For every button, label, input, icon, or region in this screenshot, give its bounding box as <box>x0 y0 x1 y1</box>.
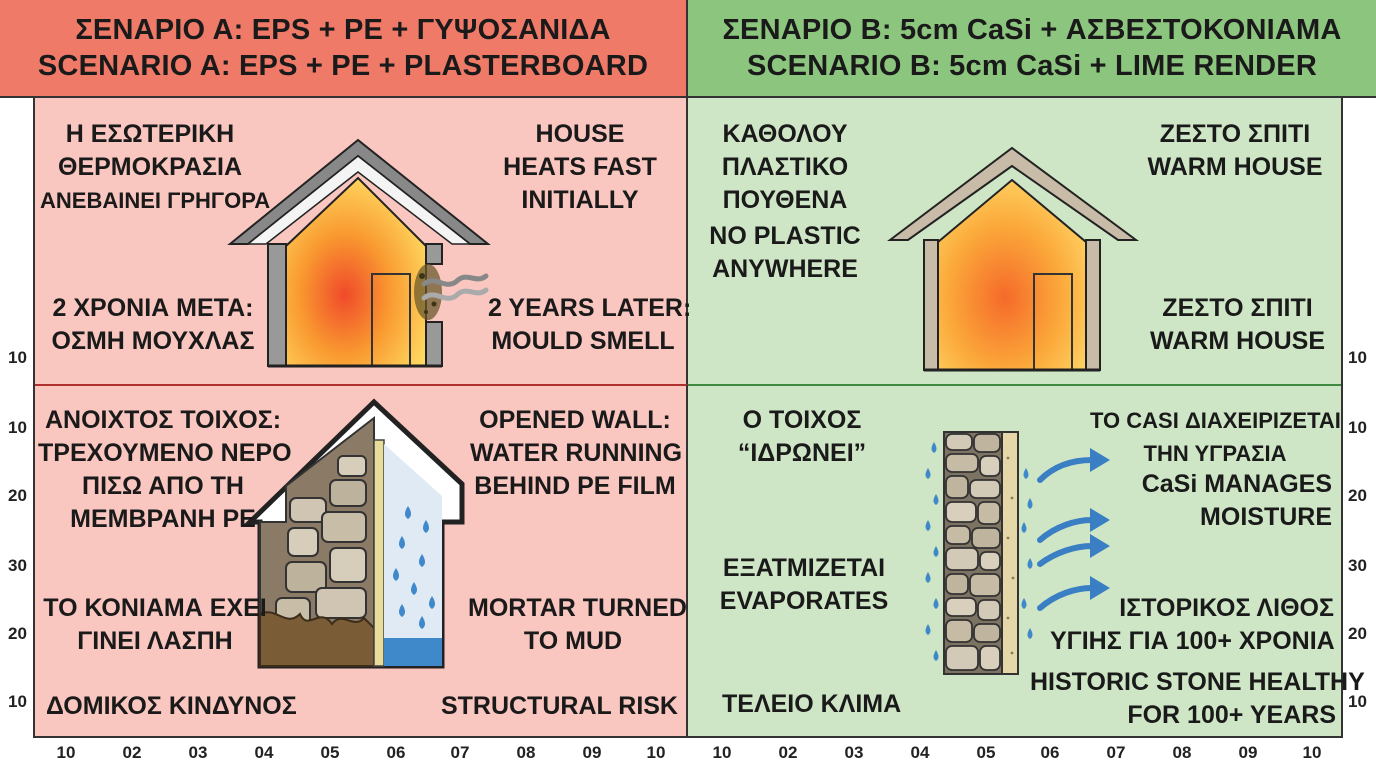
bottom-tick: 05 <box>320 743 340 762</box>
bottom-tick: 07 <box>1106 743 1126 762</box>
frame-right <box>1341 98 1343 738</box>
b-bottom-gr-breathes: Ο ΤΟΙΧΟΣ “ΙΔΡΩΝΕΙ” <box>737 406 867 467</box>
bottom-tick: 08 <box>516 743 536 762</box>
a-bottom-gr-mortar: ΤΟ ΚΟΝΙΑΜΑ ΕΧΕΙ ΓΙΝΕΙ ΛΑΣΠΗ <box>43 594 267 655</box>
bottom-tick: 03 <box>188 743 208 762</box>
b-top-warm-2: ΖΕΣΤΟ ΣΠΙΤΙ WARM HOUSE <box>1150 294 1325 355</box>
scenario-a-title-gr: ΣΕΝΑΡΙΟ Α: EPS + PE + ΓΥΨΟΣΑΝΙΔΑ <box>75 14 611 46</box>
a-top-gr-later: 2 ΧΡΟΝΙΑ ΜΕΤΑ: ΟΣΜΗ ΜΟΥΧΛΑΣ <box>51 294 255 355</box>
stone-wall-icon <box>925 431 1033 675</box>
a-bottom-gr-risk: ΔΟΜΙΚΟΣ ΚΙΝΔΥΝΟΣ <box>46 692 297 720</box>
b-bottom-evap: ΕΞΑΤΜΙΖΕΤΑΙ EVAPORATES <box>719 554 889 615</box>
wall-section-icon <box>243 398 465 669</box>
right-tick: 10 <box>1348 348 1367 367</box>
b-bottom-stone-en: HISTORIC STONE HEALTHY FOR 100+ YEARS <box>1030 668 1365 729</box>
left-tick: 10 <box>8 692 27 711</box>
a-bottom-gr-wall: ΑΝΟΙΧΤΟΣ ΤΟΙΧΟΣ: ΤΡΕΧΟΥΜΕΝΟ ΝΕΡΟ ΠΙΣΩ ΑΠ… <box>38 406 292 533</box>
bottom-tick: 10 <box>1302 743 1322 762</box>
house-insulated-icon <box>227 138 491 368</box>
left-tick: 10 <box>8 348 27 367</box>
left-tick: 20 <box>8 624 27 643</box>
bottom-tick: 08 <box>1172 743 1192 762</box>
scenario-a-title-en: SCENARIO A: EPS + PE + PLASTERBOARD <box>37 50 649 82</box>
right-tick: 10 <box>1348 418 1367 437</box>
b-bottom-casi-en: CaSi MANAGES MOISTURE <box>1141 470 1332 531</box>
bottom-tick: 09 <box>1238 743 1258 762</box>
bottom-tick: 10 <box>56 743 76 762</box>
scenario-b-header: ΣΕΝΑΡΙΟ Β: 5cm CaSi + ΑΣΒΕΣΤΟΚΟΝΙΑΜΑ SCE… <box>688 0 1376 98</box>
b-bottom-climate: ΤΕΛΕΙΟ ΚΛΙΜΑ <box>722 690 902 718</box>
water-drop-icon <box>393 506 435 629</box>
left-tick: 10 <box>8 418 27 437</box>
bottom-tick: 07 <box>450 743 470 762</box>
bottom-tick: 10 <box>646 743 666 762</box>
right-tick: 20 <box>1348 624 1367 643</box>
bottom-tick: 05 <box>976 743 996 762</box>
bottom-tick: 06 <box>386 743 406 762</box>
frame-left <box>33 98 35 738</box>
bottom-tick: 02 <box>778 743 798 762</box>
bottom-tick: 10 <box>712 743 732 762</box>
bottom-tick: 04 <box>910 743 930 762</box>
scenario-a-header: ΣΕΝΑΡΙΟ Α: EPS + PE + ΓΥΨΟΣΑΝΙΔΑ SCENARI… <box>0 0 688 98</box>
a-top-en-later: 2 YEARS LATER: MOULD SMELL <box>488 294 692 355</box>
a-top-en-title: HOUSE HEATS FAST INITIALLY <box>503 120 657 214</box>
smell-wave-icon <box>421 273 489 301</box>
b-top-en-plastic: NO PLASTIC ANYWHERE <box>709 222 861 283</box>
scenario-b-title-en: SCENARIO B: 5cm CaSi + LIME RENDER <box>747 50 1317 82</box>
bottom-tick: 03 <box>844 743 864 762</box>
b-bottom-casi-gr: ΤΟ CASI ΔΙΑΧΕΙΡΙΖΕΤΑΙ ΤΗΝ ΥΓΡΑΣΙΑ <box>1090 408 1341 466</box>
bottom-tick: 02 <box>122 743 142 762</box>
left-tick: 20 <box>8 486 27 505</box>
moisture-arrow-icon <box>1037 448 1110 611</box>
bottom-tick: 06 <box>1040 743 1060 762</box>
a-bottom-en-risk: STRUCTURAL RISK <box>440 692 678 720</box>
b-bottom-stone-gr: ΙΣΤΟΡΙΚΟΣ ΛΙΘΟΣ ΥΓΙΗΣ ΓΙΑ 100+ ΧΡΟΝΙΑ <box>1050 594 1335 655</box>
house-warm-icon <box>887 146 1140 372</box>
a-top-gr-title: Η ΕΣΩΤΕΡΙΚΗ ΘΕΡΜΟΚΡΑΣΙΑ ΑΝΕΒΑΙΝΕΙ ΓΡΗΓΟΡ… <box>40 120 271 213</box>
right-tick: 20 <box>1348 486 1367 505</box>
scenario-b-title-gr: ΣΕΝΑΡΙΟ Β: 5cm CaSi + ΑΣΒΕΣΤΟΚΟΝΙΑΜΑ <box>722 14 1342 46</box>
a-bottom-en-wall: OPENED WALL: WATER RUNNING BEHIND PE FIL… <box>470 406 683 500</box>
right-tick: 30 <box>1348 556 1367 575</box>
b-top-gr-plastic: ΚΑΘΟΛΟΥ ΠΛΑΣΤΙΚΟ ΠΟΥΘΕΝΑ <box>721 120 849 214</box>
frame-bottom <box>33 736 1343 738</box>
b-top-warm-1: ΖΕΣΤΟ ΣΠΙΤΙ WARM HOUSE <box>1147 120 1323 181</box>
a-bottom-en-mortar: MORTAR TURNED TO MUD <box>468 594 687 655</box>
bottom-tick: 09 <box>582 743 602 762</box>
left-tick: 30 <box>8 556 27 575</box>
right-tick: 10 <box>1348 692 1367 711</box>
bottom-tick: 04 <box>254 743 274 762</box>
